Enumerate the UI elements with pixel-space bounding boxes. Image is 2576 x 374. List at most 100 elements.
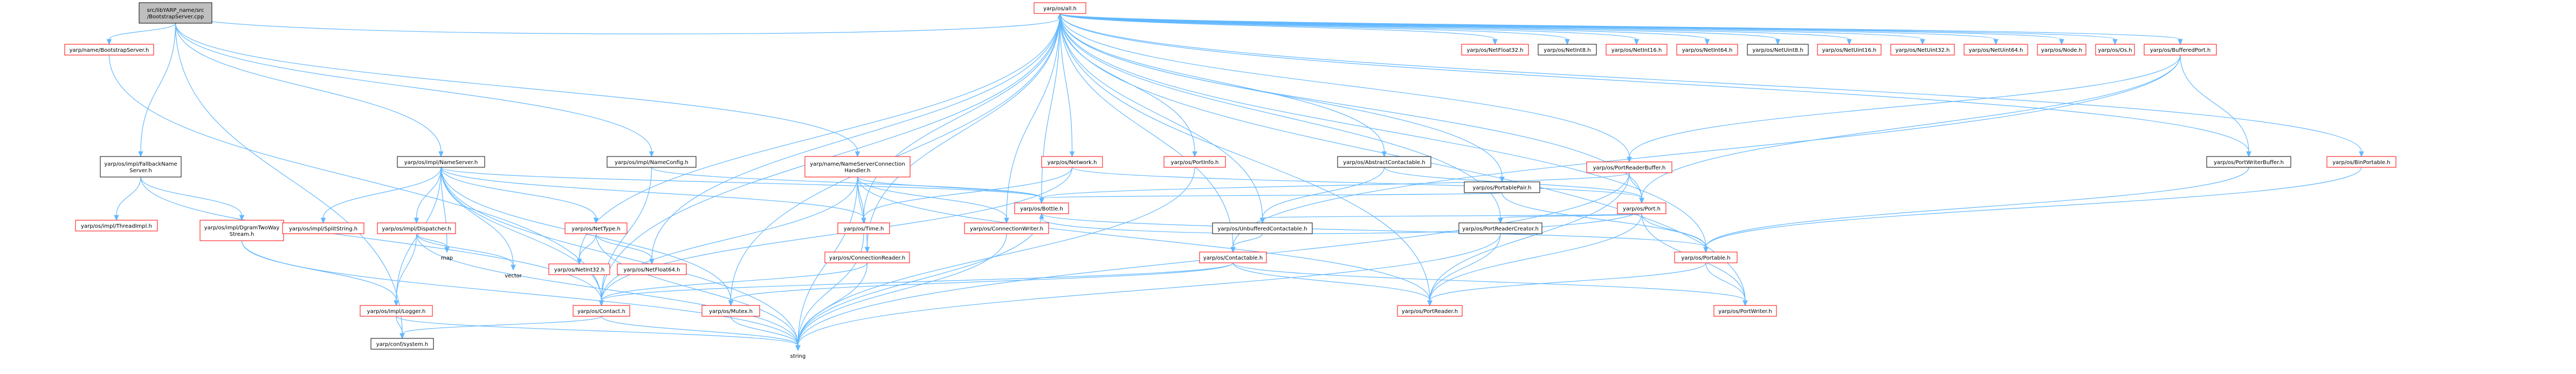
node-netint8[interactable]: yarp/os/NetInt8.h <box>1538 44 1597 56</box>
node-yarpconfsys[interactable]: yarp/conf/system.h <box>370 338 434 350</box>
node-netuint8[interactable]: yarp/os/NetUint8.h <box>1747 44 1809 56</box>
node-portinfo[interactable]: yarp/os/PortInfo.h <box>1163 156 1226 168</box>
edge-arrowhead <box>239 215 245 221</box>
node-unbuffctb[interactable]: yarp/os/UnbufferedContactable.h <box>1212 222 1313 234</box>
node-label: yarp/os/Time.h <box>844 226 884 232</box>
node-prbuf[interactable]: yarp/os/PortReaderBuffer.h <box>1586 161 1672 173</box>
node-box <box>1586 161 1672 173</box>
edge-absctb-to-unbuffctb <box>1262 167 1385 219</box>
edge-all-to-connreader <box>866 13 1060 248</box>
node-portwriter[interactable]: yarp/os/PortWriter.h <box>1713 305 1777 317</box>
node-label: yarp/name/NameServerConnection <box>810 161 905 167</box>
node-binportable[interactable]: yarp/os/BinPortable.h <box>2326 156 2396 168</box>
edge-connreader-to-string <box>797 262 868 346</box>
edge-portable-to-portreader <box>1429 262 1706 301</box>
node-pwbuf[interactable]: yarp/os/PortWriterBuffer.h <box>2206 156 2291 168</box>
node-netint64[interactable]: yarp/os/NetInt64.h <box>1676 44 1738 56</box>
node-box <box>2326 156 2396 168</box>
node-all[interactable]: yarp/os/all.h <box>1034 2 1086 14</box>
edge-all-to-network <box>1059 13 1073 152</box>
node-box <box>964 222 1049 234</box>
node-label: yarp/os/impl/FallbackName <box>104 161 177 167</box>
node-node[interactable]: yarp/os/Node.h <box>2037 44 2086 56</box>
node-netfloat32[interactable]: yarp/os/NetFloat32.h <box>1461 44 1529 56</box>
node-label: yarp/os/ConnectionWriter.h <box>970 226 1043 232</box>
node-bottle[interactable]: yarp/os/Bottle.h <box>1014 202 1069 214</box>
node-logger[interactable]: yarp/os/impl/Logger.h <box>360 305 433 317</box>
edge-nscmh-to-connreader <box>857 176 868 248</box>
edge-all-to-netuint64 <box>1059 13 1996 40</box>
node-nameserver[interactable]: yarp/os/impl/NameServer.h <box>397 156 485 168</box>
edge-network-to-port <box>1071 167 1642 199</box>
node-portablepair[interactable]: yarp/os/PortablePair.h <box>1464 181 1540 193</box>
edge-contactable-to-contact <box>601 262 1234 301</box>
node-box <box>617 263 687 275</box>
node-box <box>1606 44 1668 56</box>
node-portreader[interactable]: yarp/os/PortReader.h <box>1397 305 1463 317</box>
edge-arrowhead <box>795 345 801 351</box>
edge-fallback-to-contact <box>140 176 602 301</box>
edge-port-to-unbuffctb <box>1262 213 1642 219</box>
node-bsserver[interactable]: yarp/name/BootstrapServer.h <box>64 44 154 56</box>
node-connwriter[interactable]: yarp/os/ConnectionWriter.h <box>964 222 1049 234</box>
edge-root-to-nscmh <box>175 23 858 152</box>
node-label: yarp/os/Node.h <box>2041 47 2082 53</box>
node-box <box>75 220 158 232</box>
edge-nameserver-to-dispatcher <box>416 167 442 219</box>
node-nameconfig[interactable]: yarp/os/impl/NameConfig.h <box>607 156 697 168</box>
node-connreader[interactable]: yarp/os/ConnectionReader.h <box>824 251 910 263</box>
edge-arrowhead <box>1634 39 1640 45</box>
node-nettype[interactable]: yarp/os/NetType.h <box>564 222 628 234</box>
node-contact[interactable]: yarp/os/Contact.h <box>573 305 630 317</box>
edge-bufport-to-prbuf <box>1629 55 2181 158</box>
node-netfloat64[interactable]: yarp/os/NetFloat64.h <box>617 263 687 275</box>
node-bufport[interactable]: yarp/os/BufferedPort.h <box>2144 44 2217 56</box>
edge-arrowhead <box>1004 217 1009 224</box>
node-label: yarp/os/NetInt16.h <box>1611 47 1662 53</box>
node-absctb[interactable]: yarp/os/AbstractContactable.h <box>1337 156 1431 168</box>
node-dispatcher[interactable]: yarp/os/impl/Dispatcher.h <box>377 222 456 234</box>
node-box <box>2144 44 2217 56</box>
node-os[interactable]: yarp/os/Os.h <box>2095 44 2135 56</box>
node-root[interactable]: src/libYARP_name/src/BootstrapServer.cpp <box>139 2 212 24</box>
edge-nettype-to-string <box>595 233 798 346</box>
edge-contact-to-string <box>601 316 798 346</box>
node-netuint32[interactable]: yarp/os/NetUint32.h <box>1890 44 1955 56</box>
node-network[interactable]: yarp/os/Network.h <box>1041 156 1103 168</box>
node-box <box>377 222 456 234</box>
edge-root-to-nameconfig <box>175 23 652 152</box>
node-label: yarp/os/BinPortable.h <box>2332 160 2390 166</box>
node-netuint16[interactable]: yarp/os/NetUint16.h <box>1817 44 1882 56</box>
node-label: yarp/os/impl/SplitString.h <box>289 226 357 232</box>
node-netint32[interactable]: yarp/os/NetInt32.h <box>548 263 610 275</box>
edge-bsserver-to-contact <box>108 55 602 301</box>
node-splitstring[interactable]: yarp/os/impl/SplitString.h <box>282 222 364 234</box>
node-mutex[interactable]: yarp/os/Mutex.h <box>701 305 760 317</box>
node-threadimpl[interactable]: yarp/os/impl/ThreadImpl.h <box>75 220 158 232</box>
edge-arrowhead <box>1230 247 1236 253</box>
edge-nameserver-to-time <box>440 167 864 219</box>
node-netuint64[interactable]: yarp/os/NetUint64.h <box>1964 44 2028 56</box>
node-label: yarp/os/impl/Logger.h <box>367 309 426 315</box>
node-portable[interactable]: yarp/os/Portable.h <box>1674 251 1738 263</box>
node-label: /BootstrapServer.cpp <box>147 14 204 20</box>
node-prcreator[interactable]: yarp/os/PortReaderCreator.h <box>1458 222 1542 234</box>
node-port[interactable]: yarp/os/Port.h <box>1617 202 1666 214</box>
node-box <box>2037 44 2086 56</box>
edge-all-to-netfloat32 <box>1059 13 1496 40</box>
node-time[interactable]: yarp/os/Time.h <box>837 222 890 234</box>
node-label: yarp/os/impl/NameServer.h <box>404 160 478 166</box>
node-label: Stream.h <box>230 232 254 237</box>
node-netint16[interactable]: yarp/os/NetInt16.h <box>1606 44 1668 56</box>
node-label: yarp/os/Mutex.h <box>709 309 753 315</box>
node-contactable[interactable]: yarp/os/Contactable.h <box>1199 251 1267 263</box>
node-label: yarp/os/impl/ThreadImpl.h <box>81 223 152 229</box>
node-label: yarp/os/NetInt8.h <box>1544 47 1590 53</box>
node-box <box>1890 44 1955 56</box>
node-vector: vector <box>505 273 522 279</box>
node-label: yarp/os/NetUint8.h <box>1752 47 1803 53</box>
edge-all-to-netuint16 <box>1059 13 1850 40</box>
